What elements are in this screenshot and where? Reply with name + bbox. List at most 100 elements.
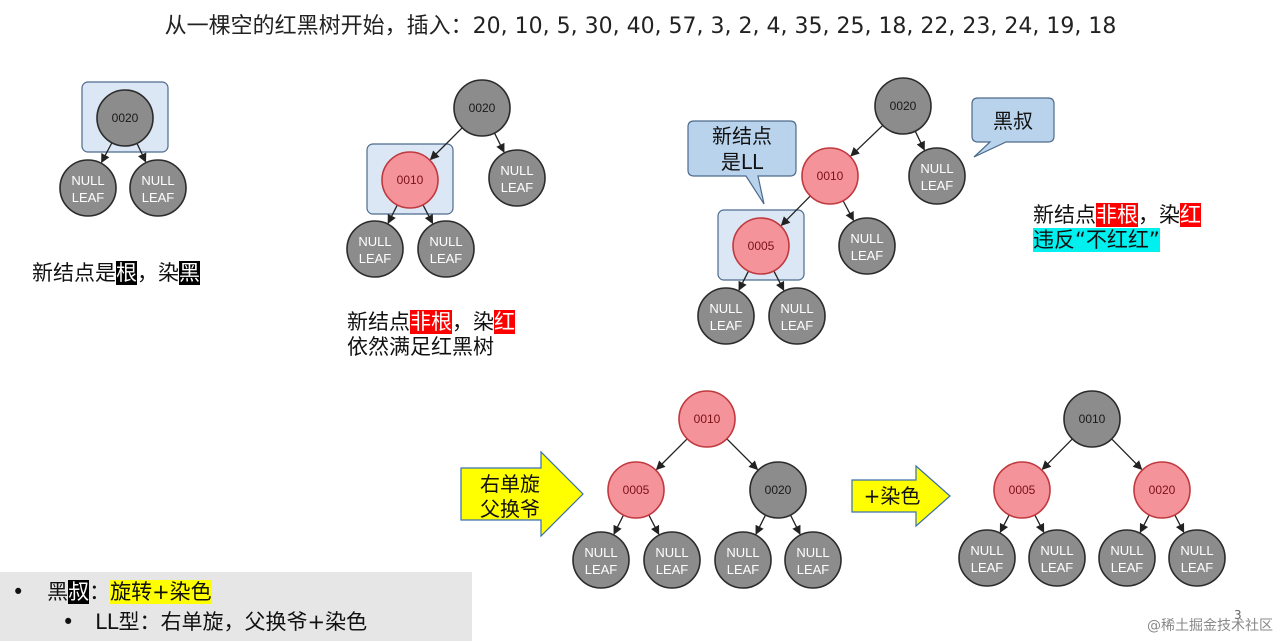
tree-edge <box>655 438 688 471</box>
tree-edge <box>780 195 811 226</box>
null-leaf-label: LEAF <box>727 562 760 577</box>
summary-row-2: • LL型：右单旋，父换爷+染色 <box>62 610 367 635</box>
null-leaf-label: NULL <box>780 301 813 316</box>
tree-node-0010: 0010 <box>381 151 439 209</box>
tree-node-0005: 0005 <box>607 461 665 519</box>
null-leaf-label: LEAF <box>359 251 392 266</box>
tree-edge <box>648 514 660 536</box>
node-key-label: 0020 <box>1149 483 1176 497</box>
node-key-label: 0005 <box>623 483 650 497</box>
tree-node-0005: 0005 <box>993 461 1051 519</box>
arrow-right-rotate: 右单旋 父换爷 <box>460 450 584 538</box>
tree-edge <box>773 270 785 292</box>
arrow-recolor: +染色 <box>851 464 951 528</box>
tree-edge <box>726 438 759 471</box>
null-leaf-label: LEAF <box>1041 560 1074 575</box>
tree-edge <box>999 514 1010 534</box>
caption-root-hl-black: 黑 <box>179 261 200 285</box>
caption-violation-line2: 违反“不红红” <box>1033 228 1201 253</box>
tree-node-0020: 0020 <box>1133 461 1191 519</box>
caption-non-root: 新结点非根，染红 依然满足红黑树 <box>347 310 515 360</box>
summary-rotate-recolor: 旋转+染色 <box>110 580 212 604</box>
caption-root-text-b: ，染 <box>137 261 179 285</box>
caption3-hl-rule: 违反“不红红” <box>1033 228 1160 253</box>
tree-node-0010: 0010 <box>678 390 736 448</box>
null-leaf-label: NULL <box>358 234 391 249</box>
summary-black: 黑 <box>47 580 69 604</box>
tree-node-0010: 0010 <box>1063 390 1121 448</box>
footer-watermark: @稀土掘金技术社区 <box>1147 618 1273 634</box>
caption-non-root-line2: 依然满足红黑树 <box>347 335 494 360</box>
tree-edge <box>850 124 884 157</box>
null-leaf-label: NULL <box>1110 543 1143 558</box>
null-leaf-label: LEAF <box>710 318 743 333</box>
tree-node-0020: 0020 <box>749 461 807 519</box>
tree-node-0020: 0020 <box>453 79 511 137</box>
node-key-label: 0010 <box>694 412 721 426</box>
null-leaf-label: LEAF <box>501 180 534 195</box>
null-leaf-label: NULL <box>1180 543 1213 558</box>
caption3-hl-nonroot: 非根 <box>1096 203 1138 227</box>
null-leaf-label: NULL <box>429 234 462 249</box>
caption-violation-line1: 新结点非根，染红 <box>1033 203 1201 228</box>
null-leaf-label: NULL <box>796 545 829 560</box>
node-key-label: 0020 <box>112 111 139 125</box>
node-key-label: 0020 <box>890 99 917 113</box>
null-leaf-label: LEAF <box>72 190 105 205</box>
null-leaf-label: LEAF <box>921 178 954 193</box>
tree-edge <box>1111 438 1143 470</box>
tree-edge <box>914 130 925 151</box>
node-key-label: 0020 <box>469 101 496 115</box>
tree-edge <box>422 204 434 225</box>
summary-ll-rule: LL型：右单旋，父换爷+染色 <box>95 610 368 634</box>
caption2-hl-red: 红 <box>494 310 515 334</box>
tree-edge <box>1034 514 1045 534</box>
tree-edge <box>1041 438 1073 470</box>
null-leaf-label: NULL <box>141 173 174 188</box>
slide-title: 从一棵空的红黑树开始，插入：20, 10, 5, 30, 40, 57, 3, … <box>164 14 1117 39</box>
caption2-hl-nonroot: 非根 <box>410 310 452 334</box>
null-leaf-node: NULL LEAF <box>346 220 404 278</box>
callout-new-node-ll: 新结点 是LL <box>687 120 797 205</box>
caption2-text-a: 新结点 <box>347 310 410 334</box>
null-leaf-node: NULL LEAF <box>417 220 475 278</box>
caption-root-text-a: 新结点是 <box>32 261 116 285</box>
node-key-label: 0010 <box>817 169 844 183</box>
summary-box: • 黑叔：旋转+染色 • LL型：右单旋，父换爷+染色 <box>0 572 472 641</box>
caption3-hl-red: 红 <box>1180 203 1201 227</box>
tree-edge <box>738 270 750 291</box>
summary-colon: ： <box>89 580 111 604</box>
null-leaf-label: NULL <box>850 231 883 246</box>
null-leaf-label: NULL <box>1040 543 1073 558</box>
null-leaf-node: NULL LEAF <box>908 147 966 205</box>
null-leaf-label: LEAF <box>430 251 463 266</box>
null-leaf-label: NULL <box>500 163 533 178</box>
null-leaf-label: LEAF <box>585 562 618 577</box>
tree-node-0005: 0005 <box>732 217 790 275</box>
callout-new-node-line1: 新结点 <box>712 124 772 148</box>
page-number: 3 <box>1234 608 1242 622</box>
summary-row-1: • 黑叔：旋转+染色 <box>12 580 212 605</box>
callout-new-node-line2: 是LL <box>721 150 764 174</box>
tree-edge <box>429 127 463 161</box>
caption3-text-a: 新结点 <box>1033 203 1096 227</box>
arrow-recolor-label: +染色 <box>864 484 921 508</box>
node-key-label: 0010 <box>1079 412 1106 426</box>
arrow-label-line2: 父换爷 <box>480 497 540 521</box>
null-leaf-label: NULL <box>920 161 953 176</box>
summary-uncle: 叔 <box>68 580 90 604</box>
caption2-text-b: ，染 <box>452 310 494 334</box>
arrow-label-line1: 右单旋 <box>480 472 540 496</box>
tree-edge <box>1139 514 1150 534</box>
node-key-label: 0020 <box>765 483 792 497</box>
